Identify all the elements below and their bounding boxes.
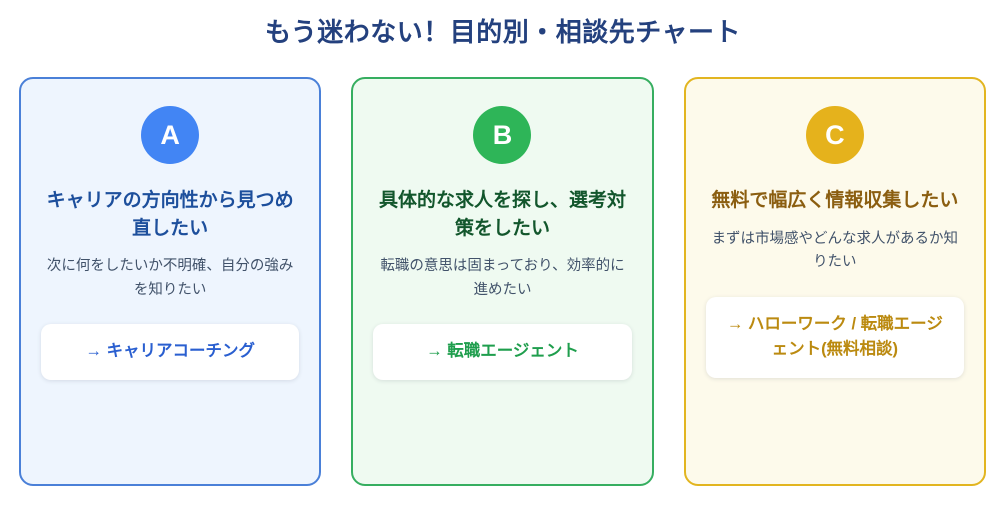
card-cta-c[interactable]: → ハローワーク / 転職エージェント(無料相談) (705, 296, 964, 378)
card-description-c: まずは市場感やどんな求人があるか知りたい (711, 230, 959, 271)
card-cta-b[interactable]: → 転職エージェント (373, 324, 632, 380)
card-badge-c: C (805, 106, 864, 164)
option-cards-row: A キャリアの方向性から見つめ直したい 次に何をしたいか不明確、自分の強みを知り… (19, 77, 986, 486)
card-heading-b: 具体的な求人を探し、選考対策をしたい (378, 190, 626, 239)
card-heading-a: キャリアの方向性から見つめ直したい (46, 190, 294, 239)
page-title: もう迷わない！目的別・相談先チャート (265, 17, 741, 47)
card-heading-c: 無料で幅広く情報収集したい (711, 190, 959, 211)
option-card-a[interactable]: A キャリアの方向性から見つめ直したい 次に何をしたいか不明確、自分の強みを知り… (19, 77, 322, 486)
option-card-c[interactable]: C 無料で幅広く情報収集したい まずは市場感やどんな求人があるか知りたい → ハ… (683, 77, 986, 486)
card-description-b: 転職の意思は固まっており、効率的に進めたい (380, 258, 625, 298)
card-badge-a: A (141, 106, 200, 164)
option-card-b[interactable]: B 具体的な求人を探し、選考対策をしたい 転職の意思は固まっており、効率的に進め… (351, 77, 654, 486)
card-badge-b: B (473, 106, 532, 164)
card-cta-a[interactable]: → キャリアコーチング (41, 324, 300, 380)
card-description-a: 次に何をしたいか不明確、自分の強みを知りたい (46, 258, 294, 298)
